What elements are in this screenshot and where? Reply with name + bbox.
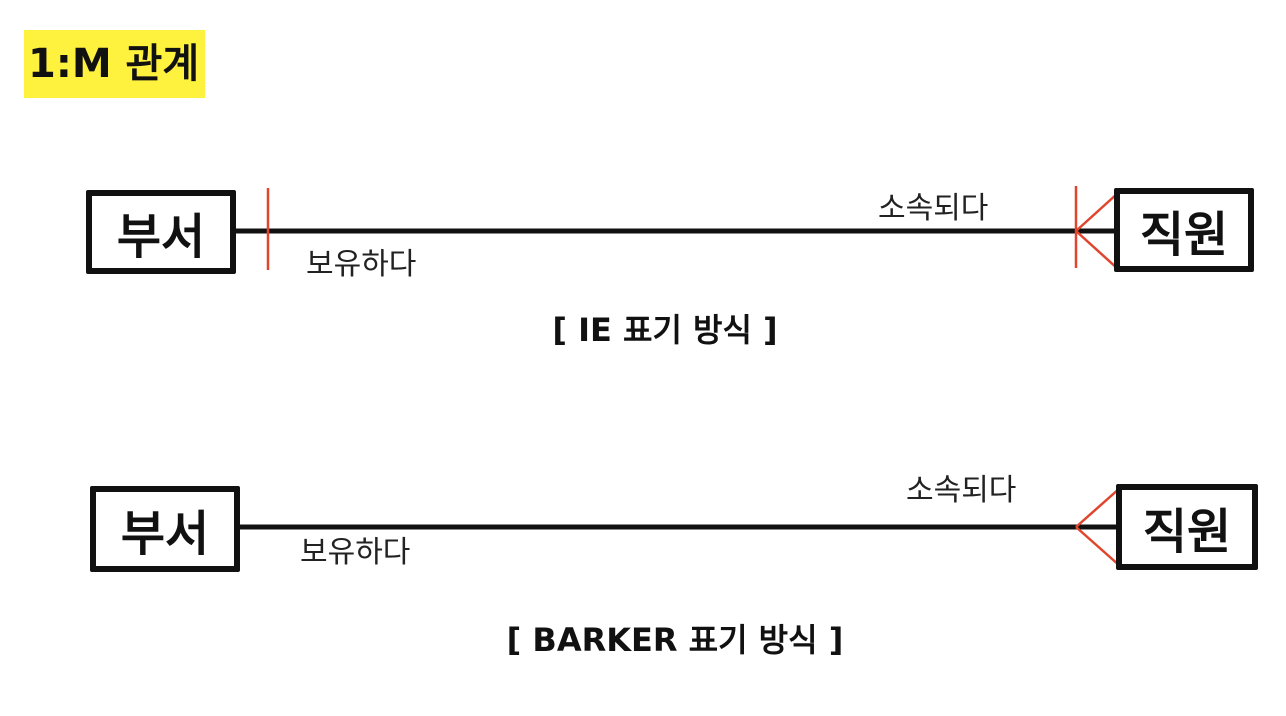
ie-caption: [ IE 표기 방식 ]: [552, 311, 778, 349]
ie-entity-employee: 직원: [1114, 188, 1254, 272]
barker-entity-department-label: 부서: [120, 506, 210, 562]
barker-crowfoot-upper: [1075, 487, 1121, 528]
page-title: 1:M 관계: [24, 30, 206, 98]
barker-entity-department: 부서: [90, 486, 240, 572]
barker-entity-employee: 직원: [1116, 484, 1258, 570]
ie-entity-employee-label: 직원: [1139, 207, 1229, 263]
ie-crowfoot-lower: [1075, 230, 1119, 270]
barker-right-role-label: 소속되다: [906, 473, 1017, 508]
barker-left-role-label: 보유하다: [300, 535, 411, 570]
barker-caption: [ BARKER 표기 방식 ]: [506, 621, 844, 659]
ie-entity-department-label: 부서: [116, 209, 206, 265]
ie-entity-department: 부서: [86, 190, 236, 274]
barker-crowfoot-lower: [1075, 526, 1121, 567]
barker-entity-employee-label: 직원: [1142, 504, 1232, 560]
ie-left-role-label: 보유하다: [306, 247, 417, 282]
ie-crowfoot-upper: [1075, 192, 1119, 232]
ie-right-role-label: 소속되다: [878, 191, 989, 226]
